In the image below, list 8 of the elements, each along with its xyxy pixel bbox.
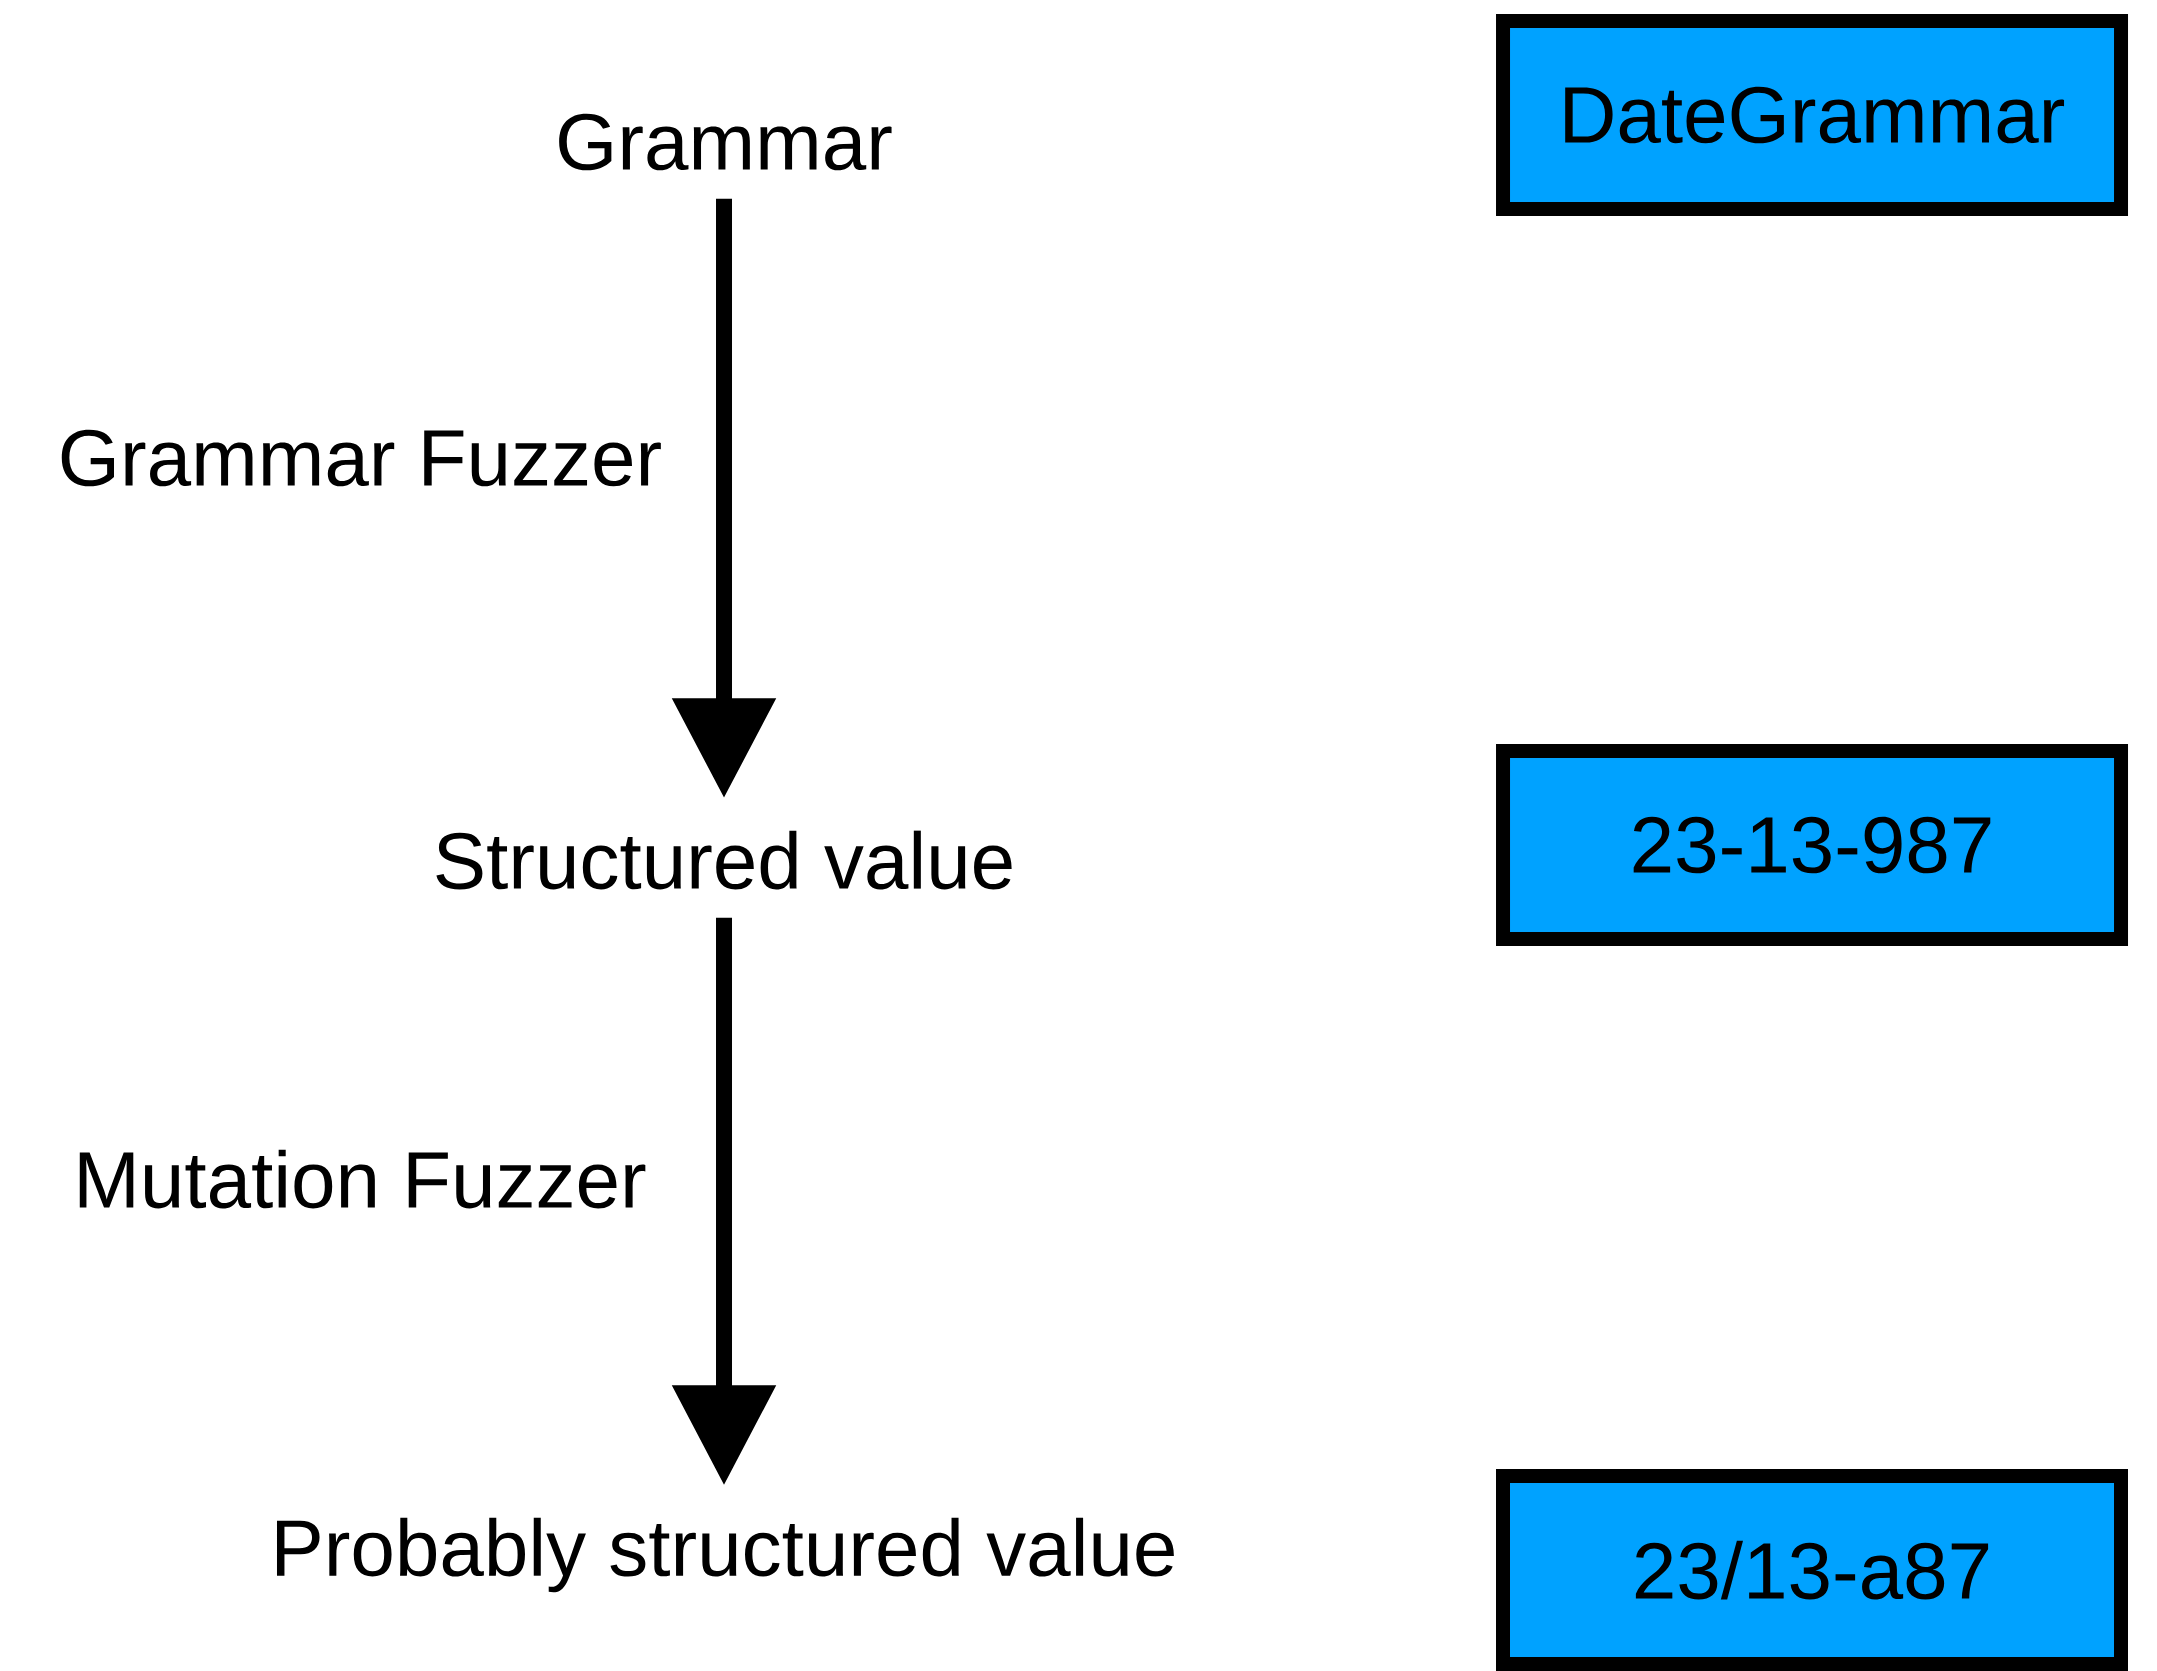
value-box: 23-13-987 [1496, 744, 2128, 946]
edge-label: Grammar Fuzzer [51, 423, 669, 493]
value-box: DateGrammar [1496, 14, 2128, 216]
stage-text: Probably structured value [277, 1517, 1174, 1593]
stage-text: Grammar [559, 113, 892, 171]
edge-label: Mutation Fuzzer [67, 1143, 653, 1215]
stage-text: Structured value [436, 830, 1012, 890]
value-box: 23/13-a87 [1496, 1469, 2128, 1671]
